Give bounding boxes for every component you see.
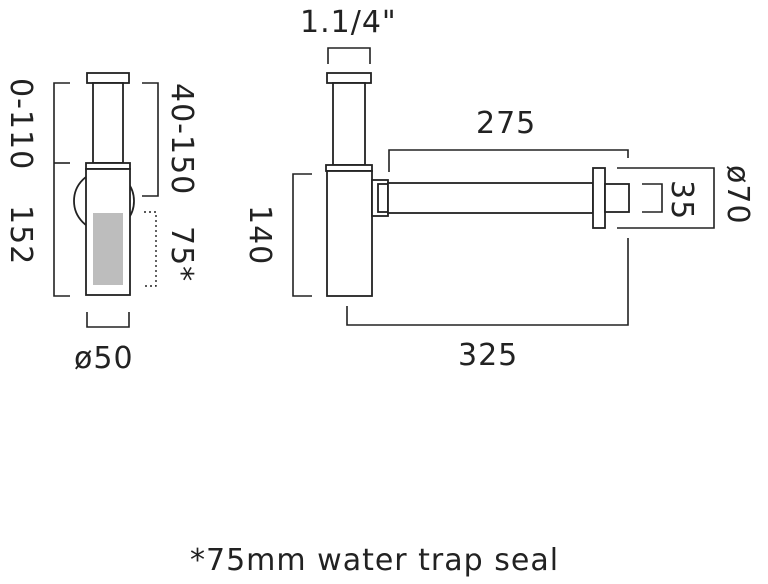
waste-length-label: 275: [476, 106, 536, 141]
outlet-bore-bracket: [642, 183, 663, 213]
height-range-bracket: [142, 82, 159, 197]
wall-flange-spigot: [604, 183, 630, 213]
seal-label: 75*: [164, 226, 199, 282]
overall-height-bracket: [53, 82, 70, 297]
outlet-bore-label: 35: [664, 180, 699, 220]
flange-diameter-bracket: [617, 167, 715, 229]
front-body: [326, 170, 373, 297]
trap-height-bracket: [292, 173, 312, 297]
projection-line: [346, 238, 629, 326]
outlet-nut-inner: [377, 183, 389, 213]
inlet-thread-label: 1.1/4": [300, 5, 397, 40]
waste-pipe: [387, 182, 594, 214]
trap-diameter-bracket: [86, 312, 130, 328]
height-range-label: 40-150: [164, 83, 199, 195]
water-seal-fill: [93, 213, 123, 285]
flange-diameter-label: ø70: [720, 165, 755, 225]
overall-height-label: 152: [3, 205, 38, 265]
front-top-cap: [326, 72, 372, 84]
projection-label: 325: [458, 338, 518, 373]
wall-flange: [592, 167, 606, 229]
side-view: 0-110 152 40-150 75* ø50: [3, 72, 199, 376]
seal-bracket: [144, 211, 157, 287]
front-inlet-tube: [332, 82, 366, 166]
front-view: 1.1/4" 275 140 325 35 ø70: [242, 5, 755, 373]
adjust-range-label: 0-110: [3, 78, 38, 170]
footnote: *75mm water trap seal: [190, 543, 559, 578]
waste-length-line: [388, 149, 629, 172]
side-top-cap: [86, 72, 130, 84]
trap-height-label: 140: [242, 205, 277, 265]
inlet-thread-bracket: [327, 47, 371, 64]
trap-diameter-label: ø50: [74, 341, 134, 376]
side-inlet-tube: [92, 82, 124, 164]
